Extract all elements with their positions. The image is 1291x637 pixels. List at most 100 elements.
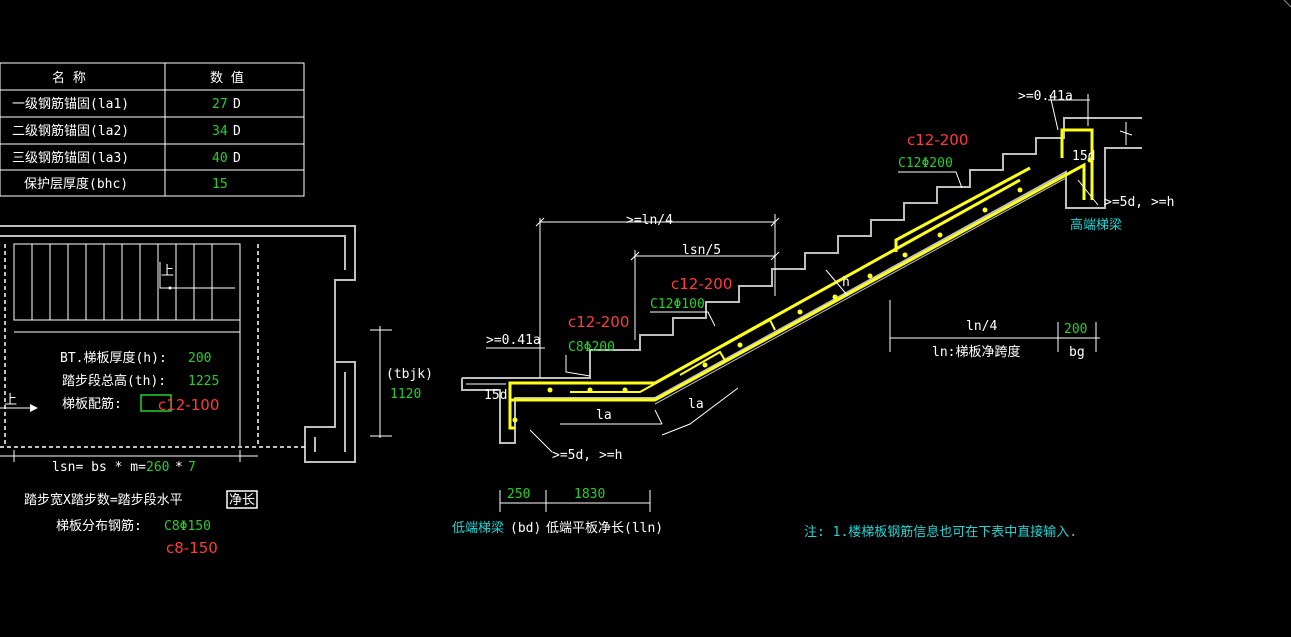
lsn-formula-label: lsn= bs * m= — [52, 460, 146, 475]
lln-label: 低端平板净长(lln) — [546, 521, 663, 536]
dim-tick — [535, 217, 545, 227]
rebar-left-label[interactable]: C8Φ200 — [568, 340, 615, 355]
table-cell-unit: D — [233, 97, 241, 112]
parameter-table: 名 称 数 值 一级钢筋锚固(la1) 27 D 二级钢筋锚固(la2) 34 … — [0, 62, 305, 197]
rebar-top-high-hook — [1060, 128, 1094, 200]
rebar-top-high — [894, 166, 1031, 252]
rebar-mid-label[interactable]: C12Φ100 — [650, 297, 705, 312]
dim-ln4-label: >=ln/4 — [626, 213, 673, 228]
dist-rebar-annotation: c8-150 — [166, 539, 218, 557]
ln-label: ln:梯板净跨度 — [932, 344, 1020, 360]
la-label: la — [596, 408, 612, 423]
stair-plan-view: 上 上 BT.梯板厚度(h): 200 踏步段总高(th): 1225 梯板配筋… — [0, 225, 433, 557]
step-formula-boxed-text: 净长 — [229, 493, 255, 508]
table-border — [0, 62, 305, 197]
lsn-star: * — [175, 460, 183, 475]
top-15d-label: 15d — [1072, 149, 1095, 164]
dim-line — [654, 409, 663, 425]
section-low-beam-outline — [461, 378, 655, 444]
rebar-input-box[interactable] — [140, 394, 172, 412]
plan-wall-inner — [0, 235, 346, 270]
dim-line — [1049, 94, 1059, 131]
table-cell-value[interactable]: 27 — [212, 97, 228, 112]
table-header-value: 数 值 — [210, 70, 244, 86]
stair-section-view: >=0.41a 15d >=5d, >=h 高端梯梁 c12-200 C12Φ2… — [452, 89, 1174, 540]
low-beam-label: 低端梯梁 — [452, 521, 504, 536]
plan-wall-outline — [0, 225, 356, 463]
left-anchor-label: >=0.41a — [486, 333, 541, 348]
table-cell-name: 一级钢筋锚固(la1) — [12, 96, 129, 112]
la-label: la — [688, 397, 704, 412]
dist-rebar-value[interactable]: C8Φ150 — [164, 519, 211, 534]
bg-label: bg — [1069, 345, 1085, 360]
up-arrow-dot — [168, 286, 172, 290]
leader-line — [898, 171, 963, 189]
dist-rebar-label: 梯板分布钢筋: — [56, 518, 142, 534]
up-arrow-head — [30, 404, 38, 412]
table-cell-name: 保护层厚度(bhc) — [24, 176, 128, 192]
leader-line — [650, 311, 716, 327]
rebar-top-low — [508, 178, 1021, 430]
step-height-value[interactable]: 1225 — [188, 374, 219, 389]
dim-tick — [1119, 130, 1133, 136]
top-5d-label: >=5d, >=h — [1104, 195, 1174, 210]
footnote: 注: 1.楼梯板钢筋信息也可在下表中直接输入. — [804, 524, 1077, 540]
rebar-annotation: c12-100 — [158, 396, 219, 414]
dim-ln4-right-label: ln/4 — [966, 319, 997, 334]
plan-stair-flight — [13, 243, 241, 321]
rebar-annotation: c12-200 — [907, 131, 968, 149]
left-5d-label: >=5d, >=h — [552, 448, 622, 463]
top-anchor-label: >=0.41a — [1018, 89, 1073, 104]
rebar-label: 梯板配筋: — [62, 396, 122, 412]
lln-value[interactable]: 1830 — [574, 487, 605, 502]
section-slab-underside — [654, 147, 1142, 399]
plan-tread-lines — [31, 244, 213, 320]
h-mark-label: h — [842, 275, 850, 290]
table-cell-value[interactable]: 40 — [212, 151, 228, 166]
h-dim-line — [825, 269, 849, 297]
step-formula: 踏步宽X踏步数=踏步段水平 — [24, 492, 183, 508]
table-cell-value[interactable]: 15 — [212, 177, 228, 192]
dim-lsn5-label: lsn/5 — [682, 243, 721, 258]
leader-line — [565, 355, 591, 377]
tbjk-label: (tbjk) — [386, 367, 433, 382]
dim-line — [1077, 179, 1099, 206]
bd-value[interactable]: 250 — [507, 487, 530, 502]
corner-mark — [1283, 0, 1291, 8]
table-cell-name: 二级钢筋锚固(la2) — [12, 123, 129, 139]
left-15d-label: 15d — [484, 388, 507, 403]
table-cell-unit: D — [233, 124, 241, 139]
table-cell-value[interactable]: 34 — [212, 124, 228, 139]
rebar-top-label[interactable]: C12Φ200 — [898, 156, 953, 171]
section-slab-underside-inner — [654, 177, 1067, 405]
dim-tick — [770, 251, 780, 261]
dim-tick — [630, 251, 640, 261]
rebar-annotation: c12-200 — [671, 275, 732, 293]
bg-value[interactable]: 200 — [1064, 322, 1087, 337]
bd-label: (bd) — [510, 521, 541, 536]
rebar-distribution-dots — [512, 157, 1093, 423]
dim-line — [661, 387, 739, 436]
up-label: 上 — [161, 264, 174, 279]
bt-thickness-value[interactable]: 200 — [188, 351, 211, 366]
up-arrow-path — [159, 262, 235, 289]
table-header-name: 名 称 — [52, 70, 86, 86]
rebar-annotation: c12-200 — [568, 313, 629, 331]
rebar-bottom-main — [510, 162, 1086, 402]
up-label: 上 — [4, 393, 17, 408]
dim-line — [529, 429, 553, 453]
rebar-mid-bar — [570, 318, 776, 393]
dim-tick — [770, 217, 780, 227]
lsn-m-value[interactable]: 7 — [188, 460, 196, 475]
high-beam-label: 高端梯梁 — [1070, 217, 1122, 233]
step-height-label: 踏步段总高(th): — [62, 373, 166, 389]
table-cell-unit: D — [233, 151, 241, 166]
lsn-bs-value[interactable]: 260 — [146, 460, 169, 475]
step-formula-box — [226, 490, 258, 509]
tbjk-value[interactable]: 1120 — [390, 387, 421, 402]
table-cell-name: 三级钢筋锚固(la3) — [12, 150, 129, 166]
bt-thickness-label: BT.梯板厚度(h): — [60, 350, 167, 366]
section-step-outline — [462, 117, 1142, 379]
rebar-mid-short — [679, 350, 727, 376]
